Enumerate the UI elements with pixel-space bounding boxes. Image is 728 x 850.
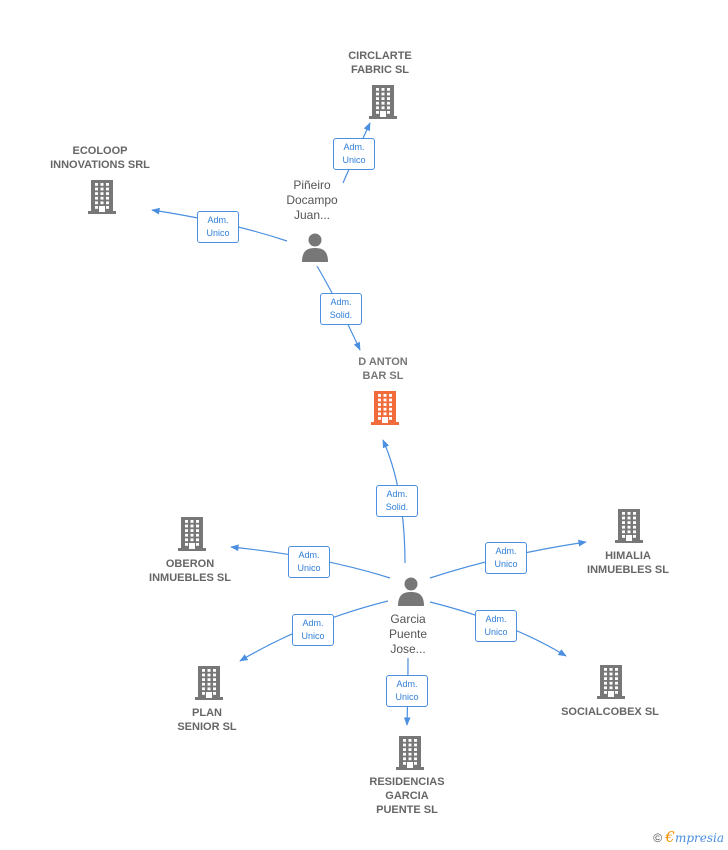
- brand-name: mpresia: [674, 831, 724, 845]
- building-icon[interactable]: [613, 509, 645, 548]
- edge-label: Adm. Unico: [197, 211, 239, 243]
- brand-initial: €: [665, 828, 675, 846]
- company-label-circlarte[interactable]: CIRCLARTE FABRIC SL: [348, 50, 412, 76]
- edge-label: Adm. Unico: [485, 542, 527, 574]
- person-label-garcia[interactable]: Garcia Puente Jose...: [388, 612, 428, 656]
- company-label-himalia[interactable]: HIMALIA INMUEBLES SL: [587, 550, 669, 576]
- edge-label: Adm. Unico: [475, 610, 517, 642]
- edge-label: Adm. Solid.: [376, 485, 418, 517]
- copyright-symbol: ©: [653, 831, 663, 845]
- building-icon[interactable]: [595, 665, 627, 704]
- building-icon[interactable]: [176, 517, 208, 556]
- brand-logo[interactable]: © €mpresia: [653, 828, 724, 846]
- edge-label: Adm. Solid.: [320, 293, 362, 325]
- company-label-residencias[interactable]: RESIDENCIAS GARCIA PUENTE SL: [369, 776, 445, 816]
- edge-label: Adm. Unico: [292, 614, 334, 646]
- building-icon[interactable]: [394, 736, 426, 775]
- building-icon[interactable]: [86, 180, 118, 219]
- building-icon[interactable]: [367, 85, 399, 124]
- company-label-d-anton-bar[interactable]: D ANTON BAR SL: [358, 356, 408, 382]
- person-label-pineiro[interactable]: Piñeiro Docampo Juan...: [286, 178, 338, 222]
- company-label-oberon[interactable]: OBERON INMUEBLES SL: [149, 558, 231, 584]
- edge-label: Adm. Unico: [386, 675, 428, 707]
- building-icon[interactable]: [369, 391, 401, 430]
- edge-label: Adm. Unico: [288, 546, 330, 578]
- company-label-socialcobex[interactable]: SOCIALCOBEX SL: [561, 706, 659, 718]
- building-icon[interactable]: [193, 666, 225, 705]
- company-label-plan-senior[interactable]: PLAN SENIOR SL: [177, 707, 237, 733]
- edge-label: Adm. Unico: [333, 138, 375, 170]
- company-label-ecoloop[interactable]: ECOLOOP INNOVATIONS SRL: [50, 145, 150, 171]
- person-icon[interactable]: [300, 232, 330, 267]
- person-icon[interactable]: [396, 576, 426, 611]
